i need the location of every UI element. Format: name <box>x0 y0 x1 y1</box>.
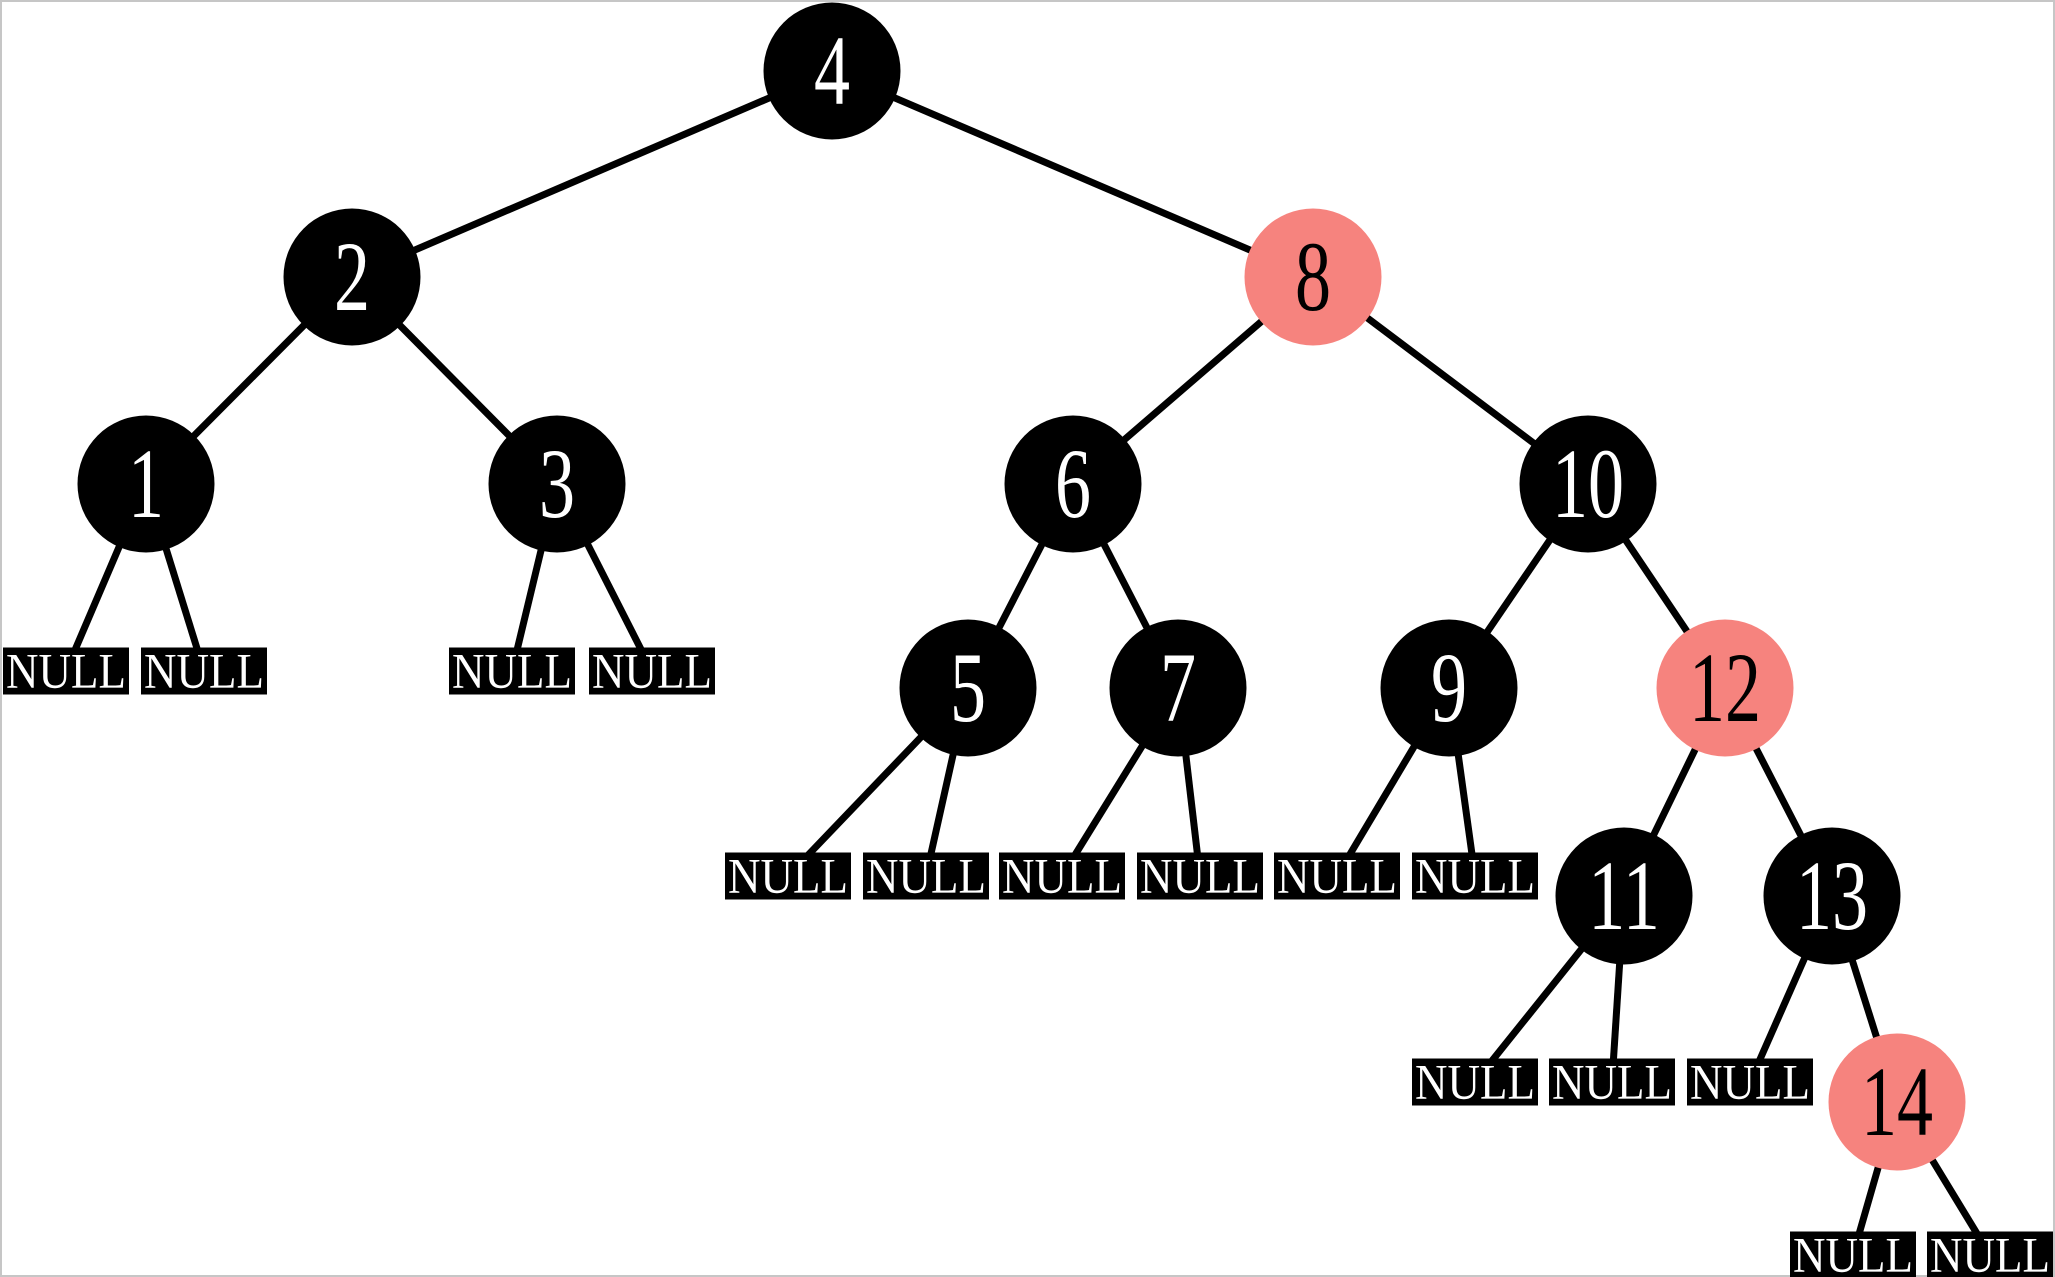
null-1-right-label: NULL <box>144 643 264 699</box>
null-7-left-label: NULL <box>1002 848 1122 904</box>
tree-node-5-label: 5 <box>950 632 986 743</box>
tree-node-4-label: 4 <box>814 15 850 126</box>
tree-node-8-label: 8 <box>1295 221 1331 332</box>
null-9-right-box <box>1412 852 1538 900</box>
tree-node-6-circle <box>1004 415 1142 553</box>
null-1-left-label: NULL <box>6 643 126 699</box>
tree-node-6-label: 6 <box>1055 428 1091 539</box>
tree-node-12-circle <box>1656 619 1794 757</box>
null-7-right-label: NULL <box>1140 848 1260 904</box>
tree-node-1-circle <box>77 415 215 553</box>
null-9-right-label: NULL <box>1415 848 1535 904</box>
edge-4-8 <box>830 67 1315 281</box>
tree-node-8-circle <box>1244 208 1382 346</box>
null-11-right-label: NULL <box>1552 1054 1672 1110</box>
null-3-right-label: NULL <box>592 643 712 699</box>
null-13-left-box <box>1687 1058 1813 1106</box>
null-5-right-box <box>863 852 989 900</box>
null-14-right-label: NULL <box>1930 1227 2050 1277</box>
tree-node-14-circle <box>1828 1033 1966 1171</box>
null-14-left-label: NULL <box>1793 1227 1913 1277</box>
tree-node-2-circle <box>283 208 421 346</box>
tree-node-7-label: 7 <box>1160 632 1196 743</box>
tree-node-9-label: 9 <box>1431 632 1467 743</box>
tree-node-13-label: 13 <box>1796 840 1868 951</box>
null-14-left-box <box>1790 1231 1916 1277</box>
tree-node-13-circle <box>1763 827 1901 965</box>
null-3-left-box <box>449 647 575 695</box>
tree-node-4-circle <box>763 2 901 140</box>
null-7-left-box <box>999 852 1125 900</box>
null-5-left-label: NULL <box>728 848 848 904</box>
tree-node-1-label: 1 <box>128 428 164 539</box>
null-11-left-label: NULL <box>1415 1054 1535 1110</box>
tree-node-14-label: 14 <box>1861 1046 1933 1157</box>
null-5-right-label: NULL <box>866 848 986 904</box>
null-leaves-group: NULL NULL NULL NULL NULL NULL NULL NULL NULL NULL… <box>3 643 2053 1277</box>
tree-node-2-label: 2 <box>334 221 370 332</box>
null-3-left-label: NULL <box>452 643 572 699</box>
null-5-left-box <box>725 852 851 900</box>
tree-node-11-circle <box>1555 827 1693 965</box>
tree-node-7-circle <box>1109 619 1247 757</box>
null-7-right-box <box>1137 852 1263 900</box>
tree-node-3-circle <box>488 415 626 553</box>
null-9-left-label: NULL <box>1277 848 1397 904</box>
null-11-right-box <box>1549 1058 1675 1106</box>
tree-node-10-circle <box>1519 415 1657 553</box>
null-11-left-box <box>1412 1058 1538 1106</box>
null-3-right-box <box>589 647 715 695</box>
tree-node-5-circle <box>899 619 1037 757</box>
null-9-left-box <box>1274 852 1400 900</box>
tree-node-10-label: 10 <box>1552 428 1624 539</box>
tree-node-12-label: 12 <box>1689 632 1761 743</box>
null-14-right-box <box>1927 1231 2053 1277</box>
null-13-left-label: NULL <box>1690 1054 1810 1110</box>
tree-node-3-label: 3 <box>539 428 575 539</box>
null-1-left-box <box>3 647 129 695</box>
null-1-right-box <box>141 647 267 695</box>
edge-4-2 <box>350 67 834 281</box>
tree-node-9-circle <box>1380 619 1518 757</box>
tree-node-11-label: 11 <box>1588 840 1660 951</box>
